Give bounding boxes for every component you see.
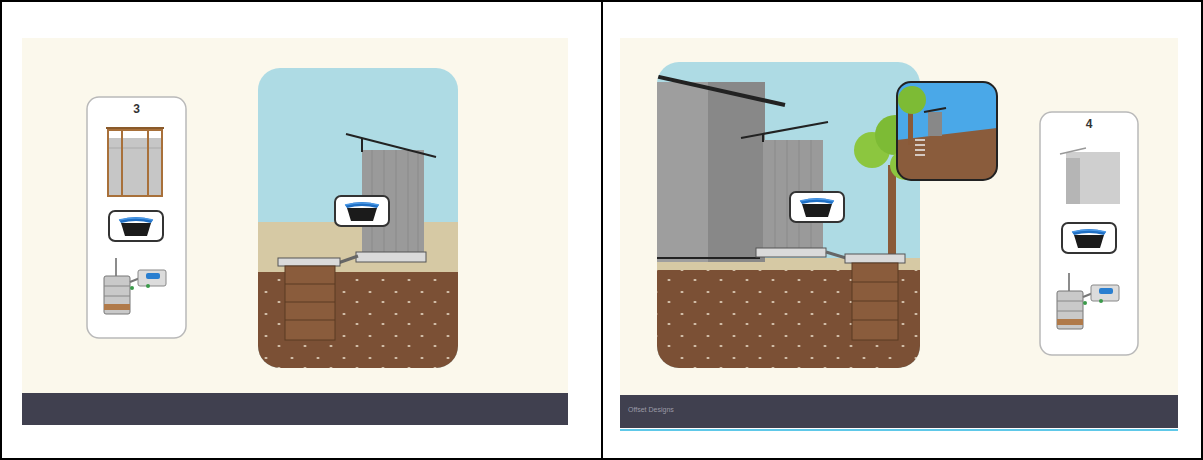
- step-number: 4: [1040, 112, 1138, 131]
- footer-credit: Offset Designs: [628, 406, 674, 413]
- step-card: 4: [1040, 112, 1138, 142]
- step-number: 3: [87, 97, 186, 116]
- step-card: 3: [87, 97, 186, 127]
